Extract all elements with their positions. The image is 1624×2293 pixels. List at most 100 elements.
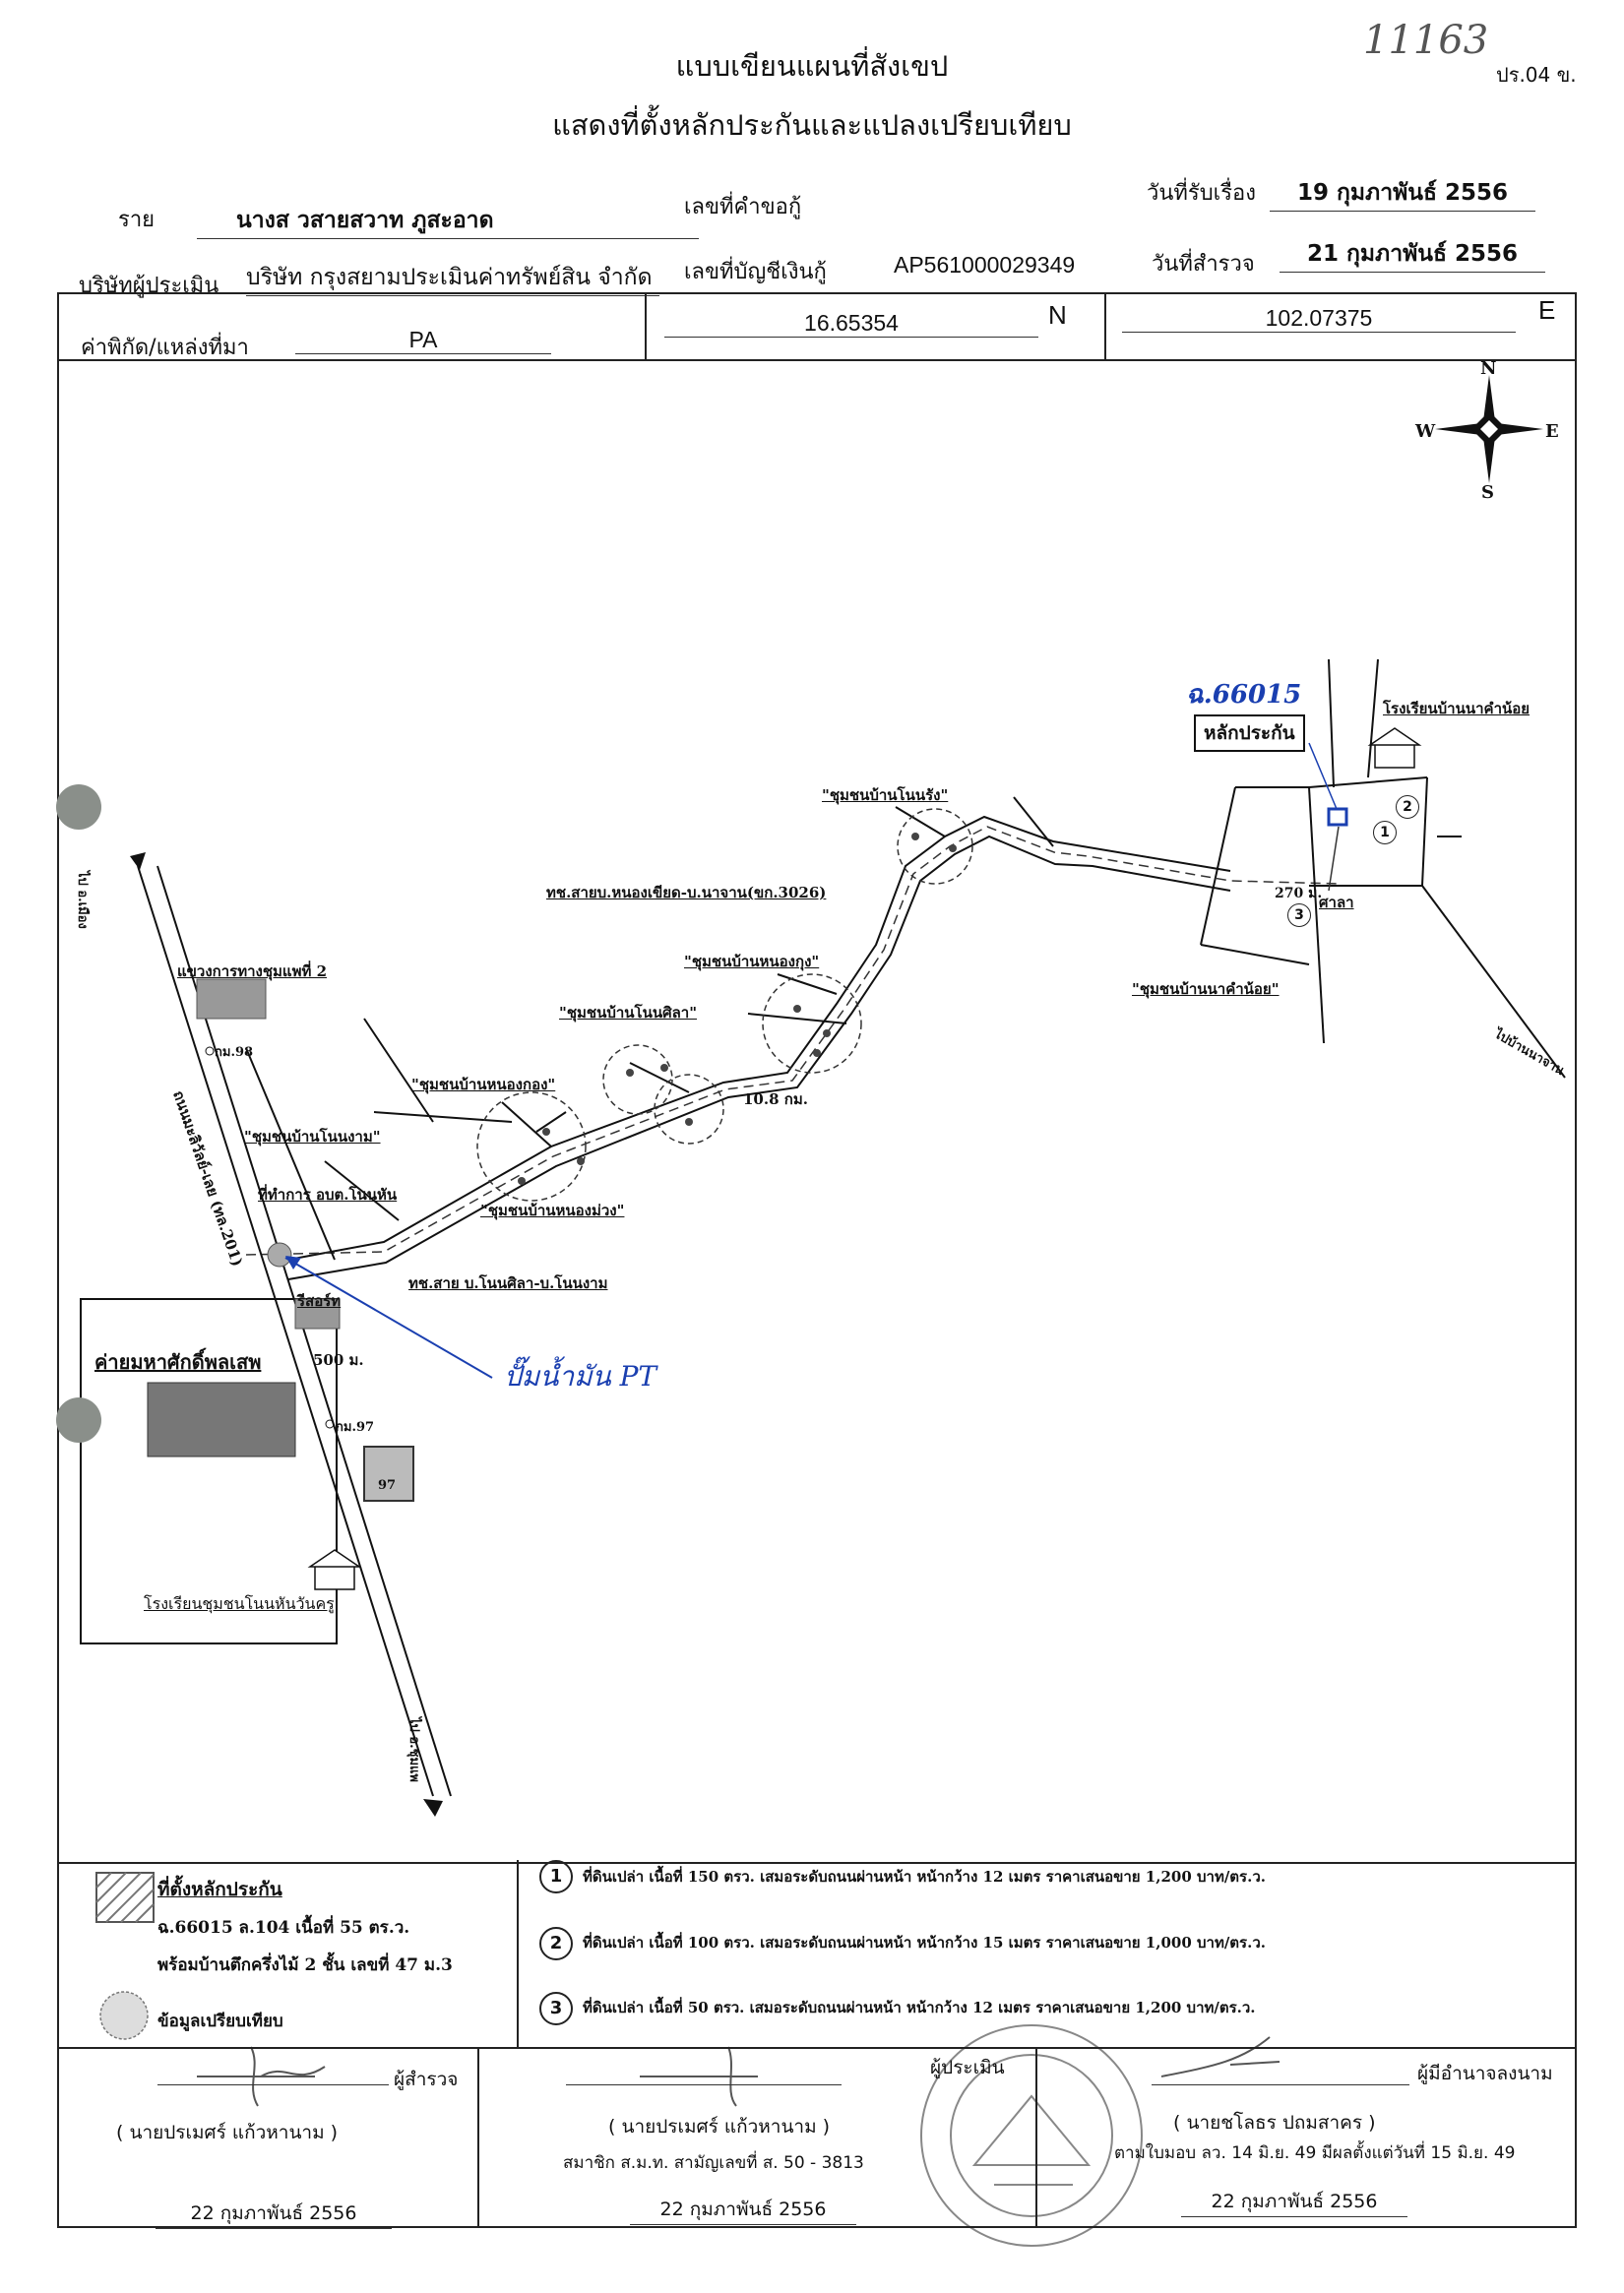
road-3026-label: ทช.สายบ.หนองเขียด-บ.นาจาน(ขก.3026) — [546, 884, 827, 901]
legend-item-2-text: ที่ดินเปล่า เนื้อที่ 100 ตรว. เสมอระดับถ… — [583, 1934, 1266, 1952]
company-stamp — [920, 2024, 1143, 2247]
received-date-label: วันที่รับเรื่อง — [1147, 181, 1256, 206]
item-number-badge: 2 — [539, 1927, 573, 1960]
community-circles — [476, 808, 973, 1202]
community-nongmuang-label: "ชุมชนบ้านหนองม่วง" — [480, 1202, 625, 1219]
legend-item-1: 1 — [539, 1860, 573, 1893]
road-nonsila-label: ทช.สาย บ.โนนศิลา-บ.โนนงาม — [408, 1274, 608, 1292]
community-nonngam-label: "ชุมชนบ้านโนนงาม" — [244, 1128, 381, 1146]
arrow-gas-icon — [285, 1256, 301, 1270]
legend-box — [57, 1860, 1577, 2049]
arrow-south-icon — [423, 1799, 443, 1817]
office-image — [196, 978, 267, 1020]
signature-box — [57, 2047, 1577, 2228]
compass-icon — [1435, 375, 1543, 483]
route-dashed-line — [245, 826, 1340, 1256]
comparison-marker-2: 2 — [1396, 795, 1419, 819]
deed-pointer — [1308, 742, 1338, 810]
distance-10-8-label: 10.8 กม. — [743, 1090, 808, 1108]
survey-date-value: 21 กุมภาพันธ์ 2556 — [1280, 236, 1545, 273]
authorized-role: ผู้มีอำนาจลงนาม — [1417, 2063, 1553, 2084]
punch-hole — [56, 784, 101, 830]
collateral-pointer — [1328, 826, 1340, 892]
gas-pointer — [284, 1257, 493, 1379]
km97-marker — [325, 1419, 335, 1429]
punch-hole — [56, 1397, 101, 1443]
latitude-value: 16.65354 — [664, 310, 1038, 338]
authorized-signature — [1160, 2036, 1280, 2077]
received-date-value: 19 กุมภาพันธ์ 2556 — [1270, 175, 1535, 212]
collateral-box-label: หลักประกัน — [1194, 714, 1305, 752]
comparison-marker-1: 1 — [1373, 821, 1397, 844]
surveyor-name: ( นายปรเมศร์ แก้วหานาม ) — [116, 2122, 339, 2143]
camp-boundary — [80, 1298, 338, 1644]
legend-collateral-title: ที่ตั้งหลักประกัน — [157, 1879, 282, 1900]
to-loei-label: ไป อ.ชุมแพ — [406, 1717, 421, 1782]
compass-east: E — [1545, 421, 1559, 442]
community-nongkung-label: "ชุมชนบ้านหนองกุง" — [684, 953, 820, 970]
legend-item-1-text: ที่ดินเปล่า เนื้อที่ 150 ตรว. เสมอระดับถ… — [583, 1868, 1266, 1886]
account-no-label: เลขที่บัญชีเงินกู้ — [684, 260, 827, 284]
coord-source: PA — [295, 327, 551, 354]
page-title: แบบเขียนแผนที่สังเขป — [675, 49, 949, 83]
request-no-label: เลขที่คำขอกู้ — [684, 195, 802, 219]
appraiser-date: 22 กุมภาพันธ์ 2556 — [630, 2195, 856, 2225]
collateral-marker — [1327, 807, 1348, 827]
item-number-badge: 3 — [539, 1992, 573, 2025]
comparison-marker-3: 3 — [1287, 903, 1311, 927]
legend-divider — [517, 1860, 519, 2047]
community-nongkong-label: "ชุมชนบ้านหนองกอง" — [411, 1076, 556, 1093]
km-post-number: 97 — [378, 1478, 397, 1493]
surveyor-signature — [197, 2046, 326, 2107]
appraiser-sign-line — [566, 2084, 842, 2085]
tank-image — [147, 1382, 296, 1457]
signature-divider-1 — [477, 2047, 479, 2226]
km98-marker — [205, 1046, 215, 1056]
legend-item-3: 3 — [539, 1992, 573, 2025]
arrow-north-icon — [130, 852, 146, 870]
coord-label: ค่าพิกัด/แหล่งที่มา — [81, 336, 249, 360]
latitude-suffix: N — [1048, 300, 1067, 330]
authorized-sign-line — [1152, 2084, 1409, 2085]
longitude-value: 102.07375 — [1122, 305, 1516, 333]
map-frame — [57, 359, 1577, 1864]
compass-north: N — [1480, 358, 1497, 379]
distance-500-label: 500 ม. — [313, 1351, 364, 1369]
authorized-license: ตามใบมอบ ลว. 14 มิ.ย. 49 มีผลตั้งแต่วันท… — [1114, 2143, 1516, 2163]
longitude-suffix: E — [1538, 295, 1556, 325]
school-icon — [307, 727, 1422, 1590]
page-subtitle: แสดงที่ตั้งหลักประกันและแปลงเปรียบเทียบ — [552, 108, 1072, 142]
coordinate-row — [57, 292, 1577, 361]
gas-station-handwritten: ปั๊มน้ำมัน PT — [504, 1360, 657, 1393]
authorized-date: 22 กุมภาพันธ์ 2556 — [1181, 2187, 1407, 2217]
legend-collateral-line1: ฉ.66015 ล.104 เนื้อที่ 55 ตร.ว. — [157, 1918, 410, 1938]
community-naka-label: "ชุมชนบ้านนาคำน้อย" — [1132, 980, 1280, 998]
borrower-label: ราย — [118, 208, 156, 232]
sala-label: ศาลา — [1319, 894, 1354, 911]
house-marks — [518, 833, 957, 1185]
highway-office-label: แขวงการทางชุมแพที่ 2 — [177, 962, 328, 980]
compass-south: S — [1481, 482, 1494, 503]
legend-item-2: 2 — [539, 1927, 573, 1960]
coord-divider-2 — [1104, 294, 1106, 359]
deed-handwritten: ฉ.66015 — [1186, 680, 1302, 710]
surveyor-sign-line — [157, 2084, 389, 2085]
item-number-badge: 1 — [539, 1860, 573, 1893]
signature-divider-2 — [1035, 2047, 1037, 2226]
form-code: ปร.04 ข. — [1496, 63, 1577, 87]
km-post-image — [363, 1446, 414, 1502]
local-roads — [245, 796, 1054, 1261]
km97-label: กม.97 — [336, 1420, 375, 1435]
village-roads — [1200, 658, 1566, 1079]
legend-collateral-line2: พร้อมบ้านตึกครึ่งไม้ 2 ชั้น เลขที่ 47 ม.… — [157, 1955, 453, 1975]
account-no-value: AP561000029349 — [894, 252, 1076, 278]
coord-divider-1 — [645, 294, 647, 359]
to-khonkaen-label: ไป อ.เมือง — [75, 871, 90, 929]
surveyor-role: ผู้สำรวจ — [394, 2069, 459, 2090]
distance-270-label: 270 ม. — [1275, 886, 1323, 901]
legend-item-3-text: ที่ดินเปล่า เนื้อที่ 50 ตรว. เสมอระดับถน… — [583, 1999, 1256, 2016]
appraiser-name: ( นายปรเมศร์ แก้วหานาม ) — [608, 2116, 831, 2138]
school-naka-label: โรงเรียนบ้านนาคำน้อย — [1383, 700, 1530, 717]
legend-comparison-title: ข้อมูลเปรียบเทียบ — [157, 2012, 283, 2031]
